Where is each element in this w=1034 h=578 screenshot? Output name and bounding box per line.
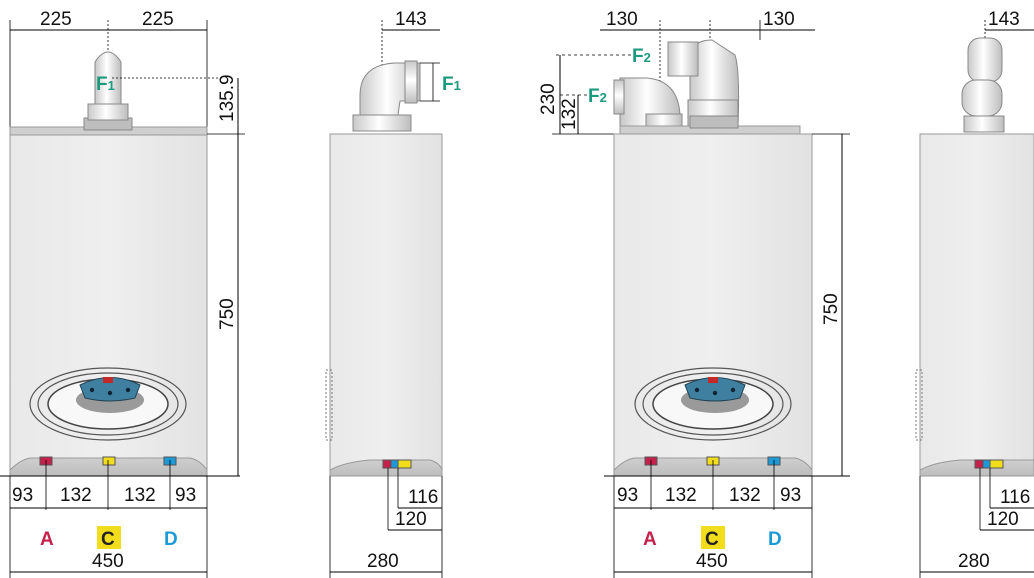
- flue-label-f2-lower: F2: [588, 86, 607, 107]
- front-b-dim-93-right: 93: [780, 485, 801, 506]
- front-a-dim-93-right: 93: [175, 485, 196, 506]
- side-a-depth: 280: [367, 551, 399, 572]
- connection-c-marker: [102, 456, 116, 466]
- front-b-dim-132-left: 132: [665, 485, 697, 506]
- side-view-a: 143 F1 116 120 280: [325, 9, 461, 578]
- front-b-top-left-dim: 130: [606, 9, 638, 30]
- connection-a-label: A: [40, 529, 54, 550]
- side-view-b: 143 116 120 280: [915, 9, 1034, 578]
- flue-pipe-f1: [94, 51, 122, 105]
- front-b-connection-d-label: D: [768, 529, 782, 550]
- side-a-dim-116: 116: [408, 487, 438, 508]
- front-a-top-left-dim: 225: [40, 9, 72, 30]
- side-a-top-dim: 143: [395, 9, 427, 30]
- front-b-dim-132: 132: [559, 98, 580, 130]
- front-b-body-height-dim: 750: [821, 293, 842, 325]
- side-b-dim-120: 120: [987, 509, 1019, 530]
- flue-label-f2-upper: F2: [632, 46, 651, 67]
- front-b-connection-a-label: A: [643, 529, 657, 550]
- front-a-dim-132-left: 132: [60, 485, 92, 506]
- front-view-a: 225 225 F1 135.9 750: [0, 9, 245, 578]
- side-b-upper-pipe: [967, 37, 1003, 83]
- front-b-top-right-dim: 130: [763, 9, 795, 30]
- control-panel-front-a: [79, 377, 141, 402]
- side-a-dim-120: 120: [395, 509, 427, 530]
- front-b-dim-132-right: 132: [729, 485, 761, 506]
- front-b-dim-93-left: 93: [617, 485, 638, 506]
- front-b-total-width: 450: [696, 551, 728, 572]
- side-a-flue-label-f1: F1: [442, 74, 461, 95]
- front-view-b: 130 130 F2 F2 230 132 750: [538, 9, 850, 578]
- front-a-top-right-dim: 225: [142, 9, 174, 30]
- side-b-top-dim: 143: [988, 9, 1020, 30]
- connection-c-label: C: [101, 529, 115, 550]
- side-b-dim-116: 116: [1000, 487, 1030, 508]
- front-b-dim-230: 230: [538, 83, 559, 115]
- control-panel-front-b: [684, 377, 746, 402]
- boiler-body-side-a: [329, 133, 443, 477]
- front-a-dim-93-left: 93: [12, 485, 33, 506]
- flue-label-f1: F1: [96, 74, 115, 95]
- front-a-body-height-dim: 750: [217, 298, 238, 330]
- boiler-body-side-b: [919, 133, 1034, 477]
- front-b-connection-c-label: C: [705, 529, 719, 550]
- front-a-flue-height-dim: 135.9: [217, 74, 238, 122]
- connection-d-label: D: [164, 529, 178, 550]
- front-a-total-width: 450: [92, 551, 124, 572]
- side-b-depth: 280: [958, 551, 990, 572]
- front-a-dim-132-right: 132: [124, 485, 156, 506]
